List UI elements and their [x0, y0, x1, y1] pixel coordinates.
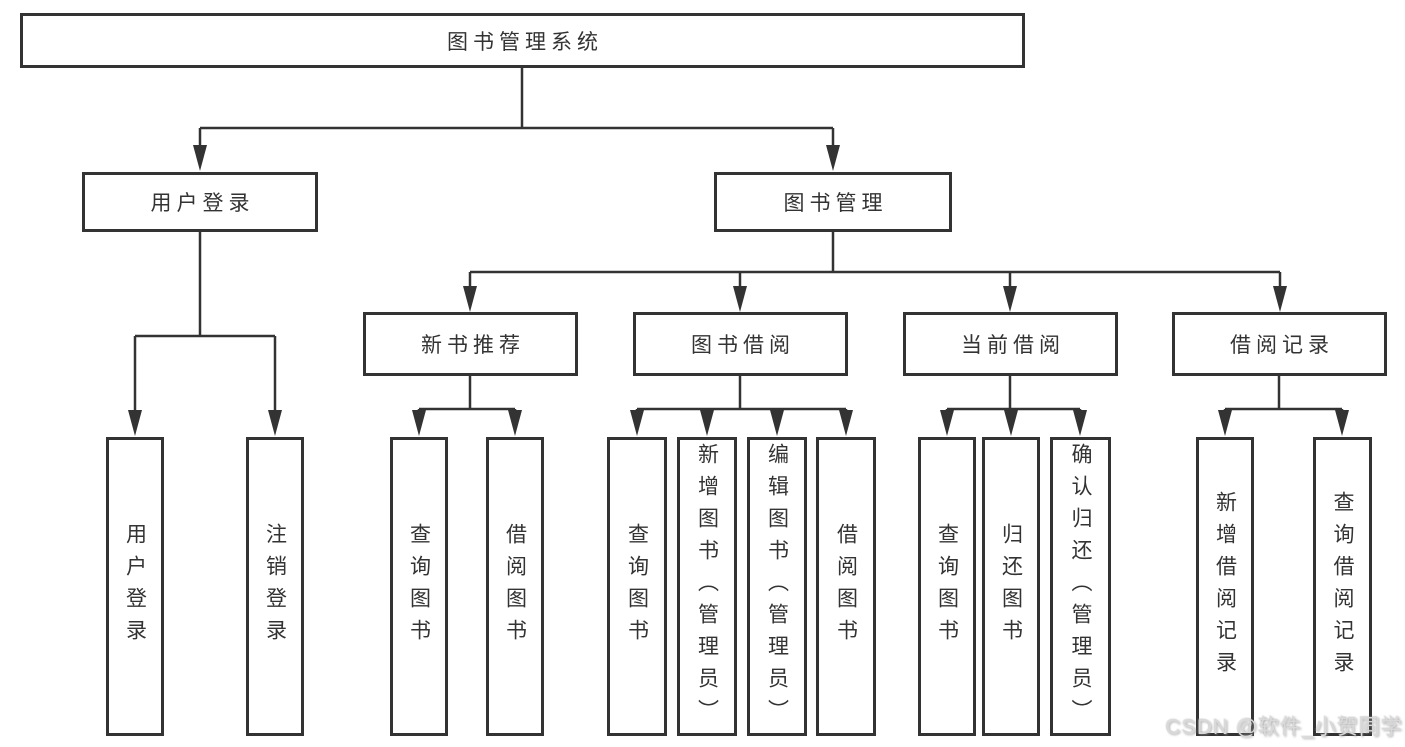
- leaf-edit-book-admin: 编辑图书（管理员）: [747, 437, 807, 736]
- leaf-add-borrow-record: 新增借阅记录: [1196, 437, 1254, 736]
- leaf-query-books-recommend-label: 查询图书: [407, 522, 431, 651]
- leaf-confirm-return-admin: 确认归还（管理员）: [1050, 437, 1111, 736]
- leaf-borrow-books-recommend-label: 借阅图书: [503, 522, 527, 651]
- leaf-query-books-current: 查询图书: [918, 437, 976, 736]
- arrowheads: [128, 145, 1349, 436]
- leaf-borrow-books-label: 借阅图书: [834, 522, 858, 651]
- node-new-book-recommend: 新书推荐: [363, 312, 578, 376]
- node-book-management: 图书管理: [714, 172, 952, 232]
- leaf-return-book-label: 归还图书: [999, 522, 1023, 651]
- leaf-user-login-label: 用户登录: [123, 522, 147, 651]
- leaf-borrow-books-recommend: 借阅图书: [486, 437, 544, 736]
- node-book-borrow: 图书借阅: [633, 312, 848, 376]
- node-library-system: 图书管理系统: [20, 13, 1025, 68]
- node-borrow-records: 借阅记录: [1172, 312, 1387, 376]
- leaf-query-books-current-label: 查询图书: [935, 522, 959, 651]
- node-current-borrow: 当前借阅: [903, 312, 1118, 376]
- leaf-query-books-borrow-label: 查询图书: [625, 522, 649, 651]
- leaf-query-books-borrow: 查询图书: [607, 437, 667, 736]
- leaf-add-borrow-record-label: 新增借阅记录: [1213, 490, 1237, 683]
- leaf-user-login: 用户登录: [106, 437, 164, 736]
- node-user-login: 用户登录: [82, 172, 318, 232]
- leaf-edit-book-admin-label: 编辑图书（管理员）: [765, 442, 789, 731]
- leaf-query-borrow-record: 查询借阅记录: [1313, 437, 1372, 736]
- leaf-query-borrow-record-label: 查询借阅记录: [1331, 490, 1354, 683]
- csdn-watermark: CSDN @软件_小贺同学: [1165, 716, 1403, 739]
- leaf-borrow-books: 借阅图书: [816, 437, 876, 736]
- leaf-return-book: 归还图书: [982, 437, 1040, 736]
- leaf-confirm-return-admin-label: 确认归还（管理员）: [1069, 442, 1092, 731]
- leaf-query-books-recommend: 查询图书: [390, 437, 448, 736]
- leaf-add-book-admin: 新增图书（管理员）: [677, 437, 737, 736]
- leaf-logout: 注销登录: [246, 437, 304, 736]
- leaf-add-book-admin-label: 新增图书（管理员）: [695, 442, 719, 731]
- leaf-logout-label: 注销登录: [263, 522, 287, 651]
